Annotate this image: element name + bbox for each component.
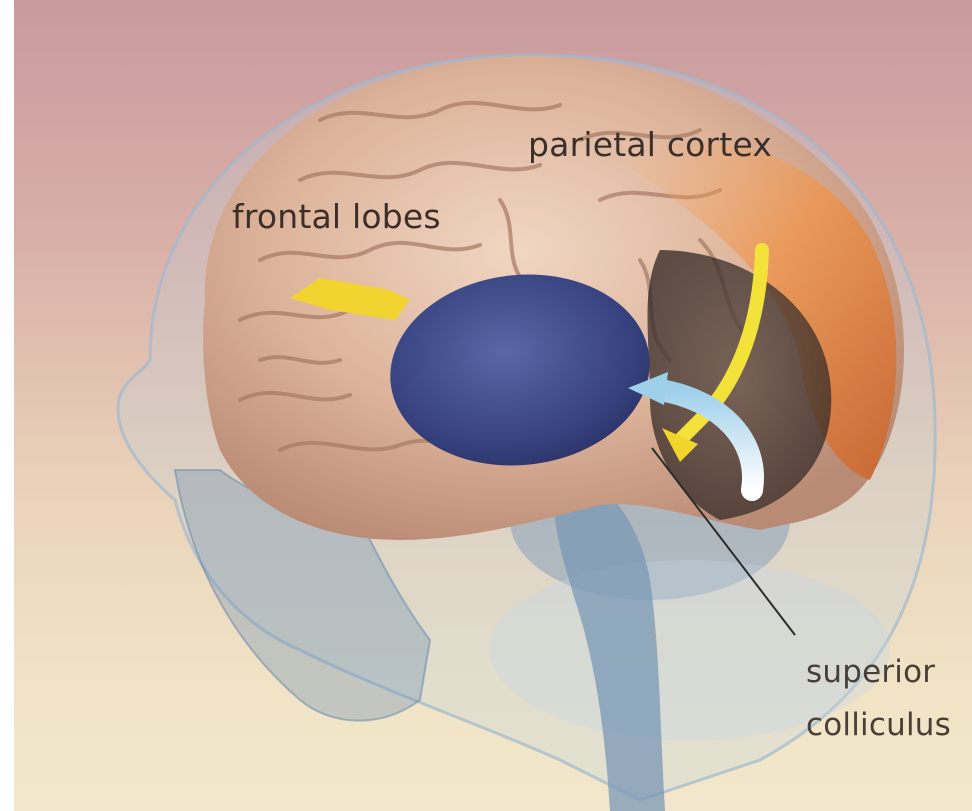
label-frontal-lobes: frontal lobes [232, 197, 441, 236]
label-colliculus: colliculus [806, 707, 951, 743]
label-superior: superior [806, 654, 935, 690]
label-parietal-cortex: parietal cortex [528, 125, 772, 164]
